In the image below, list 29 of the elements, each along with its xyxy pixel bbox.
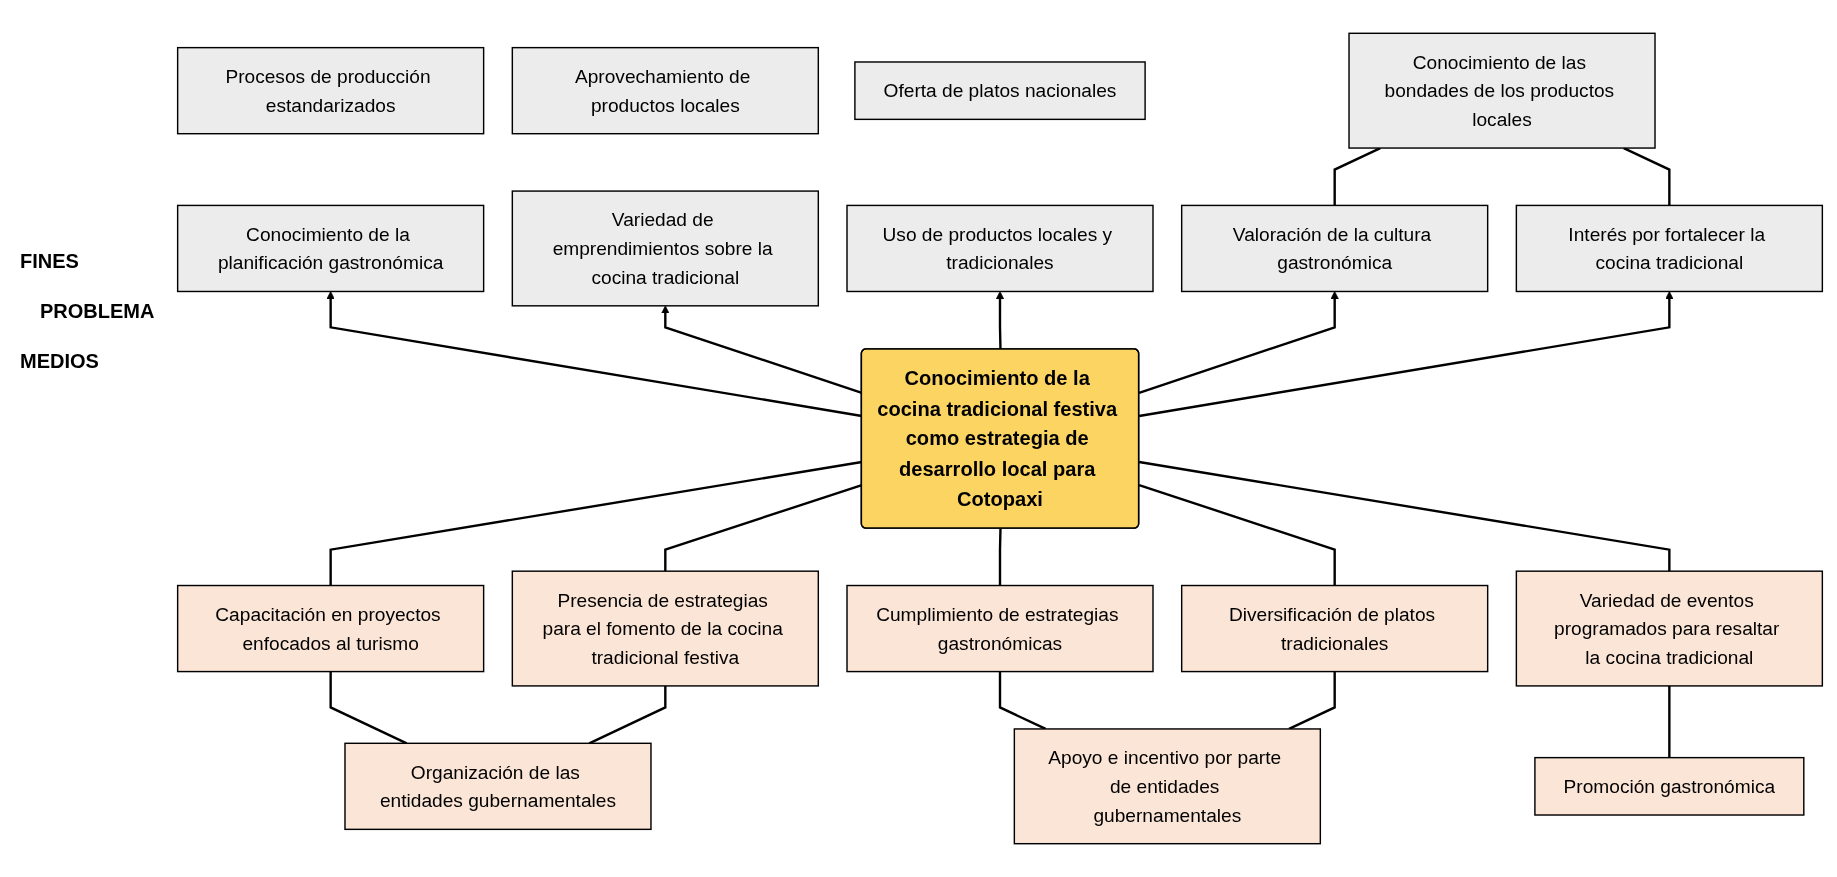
node-box: Promoción gastronómica: [1534, 756, 1805, 816]
node-box: Aprovechamiento de productos locales: [511, 46, 820, 135]
node-box: Presencia de estrategias para el fomento de la cocina tradicional festiva: [511, 570, 820, 687]
node-box: Apoyo e incentivo por parte de entidades gubernamentales: [1013, 728, 1322, 845]
connector: [329, 671, 408, 745]
connector: [1138, 483, 1336, 586]
arrow: [1138, 291, 1339, 395]
node-box: Conocimiento de la planificación gastronómica: [176, 204, 485, 293]
node-box: Cumplimiento de estrategias gastronómicas: [846, 584, 1154, 673]
node-box: Oferta de platos nacionales: [854, 61, 1146, 121]
connector: [1138, 460, 1671, 572]
connector: [1668, 685, 1671, 758]
node-box: Conocimiento de las bondades de los productos locales: [1348, 32, 1656, 149]
node-box: Capacitación en proyectos enfocados al turismo: [176, 584, 485, 673]
node-box: Interés por fortalecer la cocina tradicional: [1515, 204, 1824, 293]
node-box: Variedad de emprendimientos sobre la cocina tradicional: [511, 190, 820, 307]
section-label: PROBLEMA: [40, 300, 155, 323]
node-box: Organización de las entidades gubernamentales: [344, 742, 652, 831]
arrow: [1138, 291, 1674, 418]
section-label: FINES: [20, 250, 79, 273]
connector: [998, 528, 1002, 586]
node-box: Variedad de eventos programados para resaltar la cocina tradicional: [1515, 570, 1824, 687]
connector: [588, 685, 667, 745]
arrow: [995, 291, 1005, 350]
node-box: Diversificación de platos tradicionales: [1180, 584, 1489, 673]
node-box: Uso de productos locales y tradicionales: [846, 204, 1154, 293]
section-label: MEDIOS: [20, 350, 99, 373]
node-box: Valoración de la cultura gastronómica: [1180, 204, 1489, 293]
node-box: Procesos de producción estandarizados: [176, 46, 485, 135]
